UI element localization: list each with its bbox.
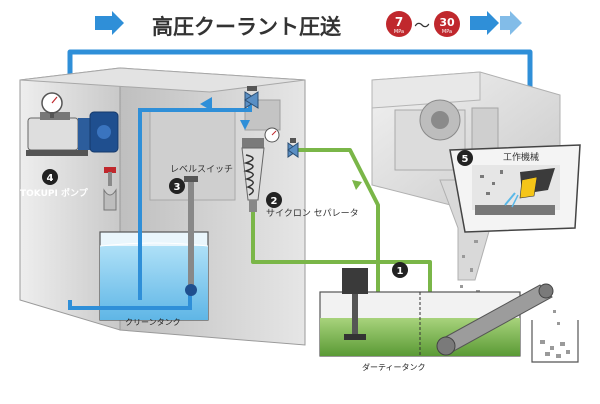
page-title: 高圧クーラント圧送 — [152, 15, 342, 39]
dirty-tank-label: ダーティータンク — [362, 362, 426, 372]
chip-conveyor — [436, 283, 554, 356]
svg-text:4: 4 — [47, 173, 54, 184]
dirty-line-valve — [287, 138, 299, 158]
level-switch — [184, 176, 198, 296]
pressure-min-badge: 7 MPa — [386, 11, 412, 37]
dirty-pipe-to-cyclone — [251, 212, 432, 300]
marker-4: 4 — [42, 169, 58, 185]
cyclone-label: サイクロン セパレータ — [266, 208, 359, 219]
svg-text:3: 3 — [174, 182, 181, 193]
clean-tank-label: クリーンタンク — [125, 318, 181, 327]
clean-return-arrow — [200, 97, 212, 111]
machine-label: 工作機械 — [503, 151, 539, 163]
tokupi-pump — [26, 111, 119, 156]
svg-text:2: 2 — [271, 196, 278, 207]
dirty-tank — [319, 268, 521, 357]
clean-inlet-arrow — [240, 120, 250, 130]
chip-bin — [531, 310, 579, 363]
pump-label: TOKUPI ポンプ — [20, 187, 89, 199]
marker-3: 3 — [169, 178, 185, 194]
pump-suction-valve — [103, 167, 117, 211]
pressure-min-unit: MPa — [394, 29, 404, 35]
svg-text:1: 1 — [397, 266, 404, 277]
supply-valve — [244, 86, 259, 109]
title-arrows-right — [470, 11, 522, 35]
cyclone-separator — [241, 138, 265, 212]
pressure-range-separator: 〜 — [414, 16, 430, 35]
dirty-flow-arrow — [352, 180, 362, 190]
cyclone-pressure-gauge — [264, 127, 280, 143]
dirty-return-pipe — [292, 148, 380, 300]
svg-text:5: 5 — [462, 154, 469, 165]
pressure-max-unit: MPa — [442, 29, 452, 35]
machine-zoom-panel — [449, 144, 581, 233]
marker-5: 5 — [457, 150, 473, 166]
pressure-max-value: 30 — [439, 16, 455, 29]
pressure-min-value: 7 — [395, 15, 403, 29]
pump-pressure-gauge — [41, 92, 63, 118]
title-arrows-left — [95, 11, 124, 35]
marker-2: 2 — [266, 192, 282, 208]
pressure-max-badge: 30 MPa — [434, 11, 460, 37]
marker-1: 1 — [392, 262, 408, 278]
level-switch-label: レベルスイッチ — [170, 164, 233, 175]
